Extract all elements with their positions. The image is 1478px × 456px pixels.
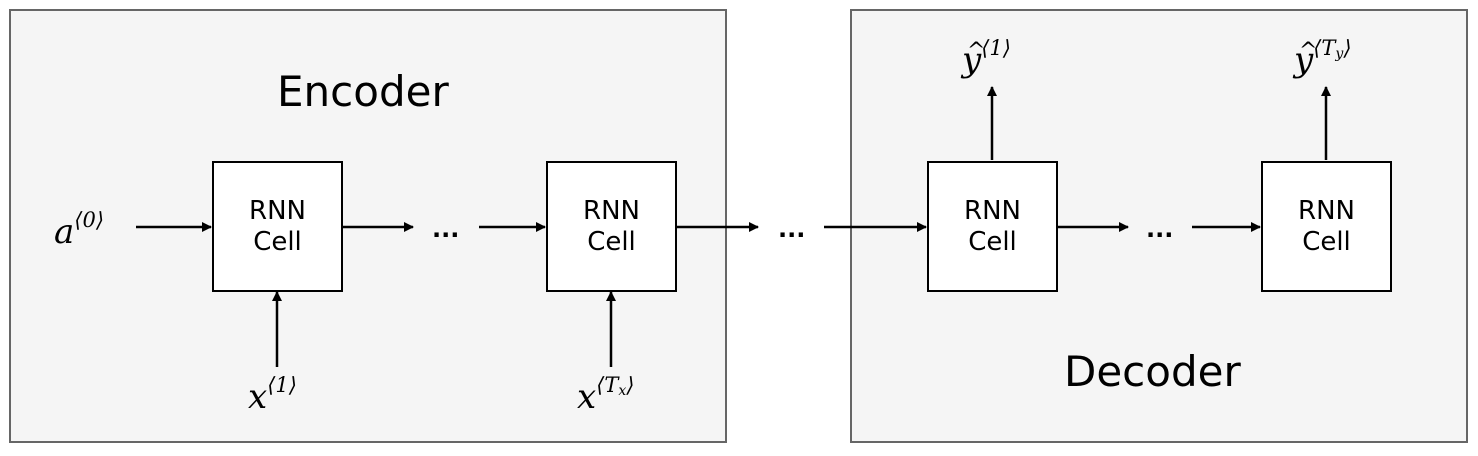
cell-label-line2: Cell: [968, 226, 1017, 257]
decoder-rnn-cell-2: RNN Cell: [1261, 161, 1392, 292]
decoder-rnn-cell-1: RNN Cell: [927, 161, 1058, 292]
ellipsis-between: ...: [778, 215, 806, 243]
input-x1-label: x⟨1⟩: [248, 372, 297, 417]
encoder-title: Encoder: [277, 67, 449, 116]
ellipsis-encoder: ...: [432, 215, 460, 243]
output-yty-label: y⟨Ty⟩: [1294, 32, 1352, 80]
output-y1-label: y⟨1⟩: [962, 32, 1011, 80]
initial-state-label: a⟨0⟩: [54, 207, 105, 252]
cell-label-line1: RNN: [249, 195, 306, 226]
cell-label-line2: Cell: [587, 226, 636, 257]
cell-label-line2: Cell: [253, 226, 302, 257]
cell-label-line1: RNN: [1298, 195, 1355, 226]
encoder-rnn-cell-2: RNN Cell: [546, 161, 677, 292]
cell-label-line1: RNN: [583, 195, 640, 226]
cell-label-line1: RNN: [964, 195, 1021, 226]
ellipsis-decoder: ...: [1146, 215, 1174, 243]
input-xtx-label: x⟨Tx⟩: [577, 372, 635, 417]
encoder-rnn-cell-1: RNN Cell: [212, 161, 343, 292]
decoder-title: Decoder: [1064, 347, 1241, 396]
cell-label-line2: Cell: [1302, 226, 1351, 257]
